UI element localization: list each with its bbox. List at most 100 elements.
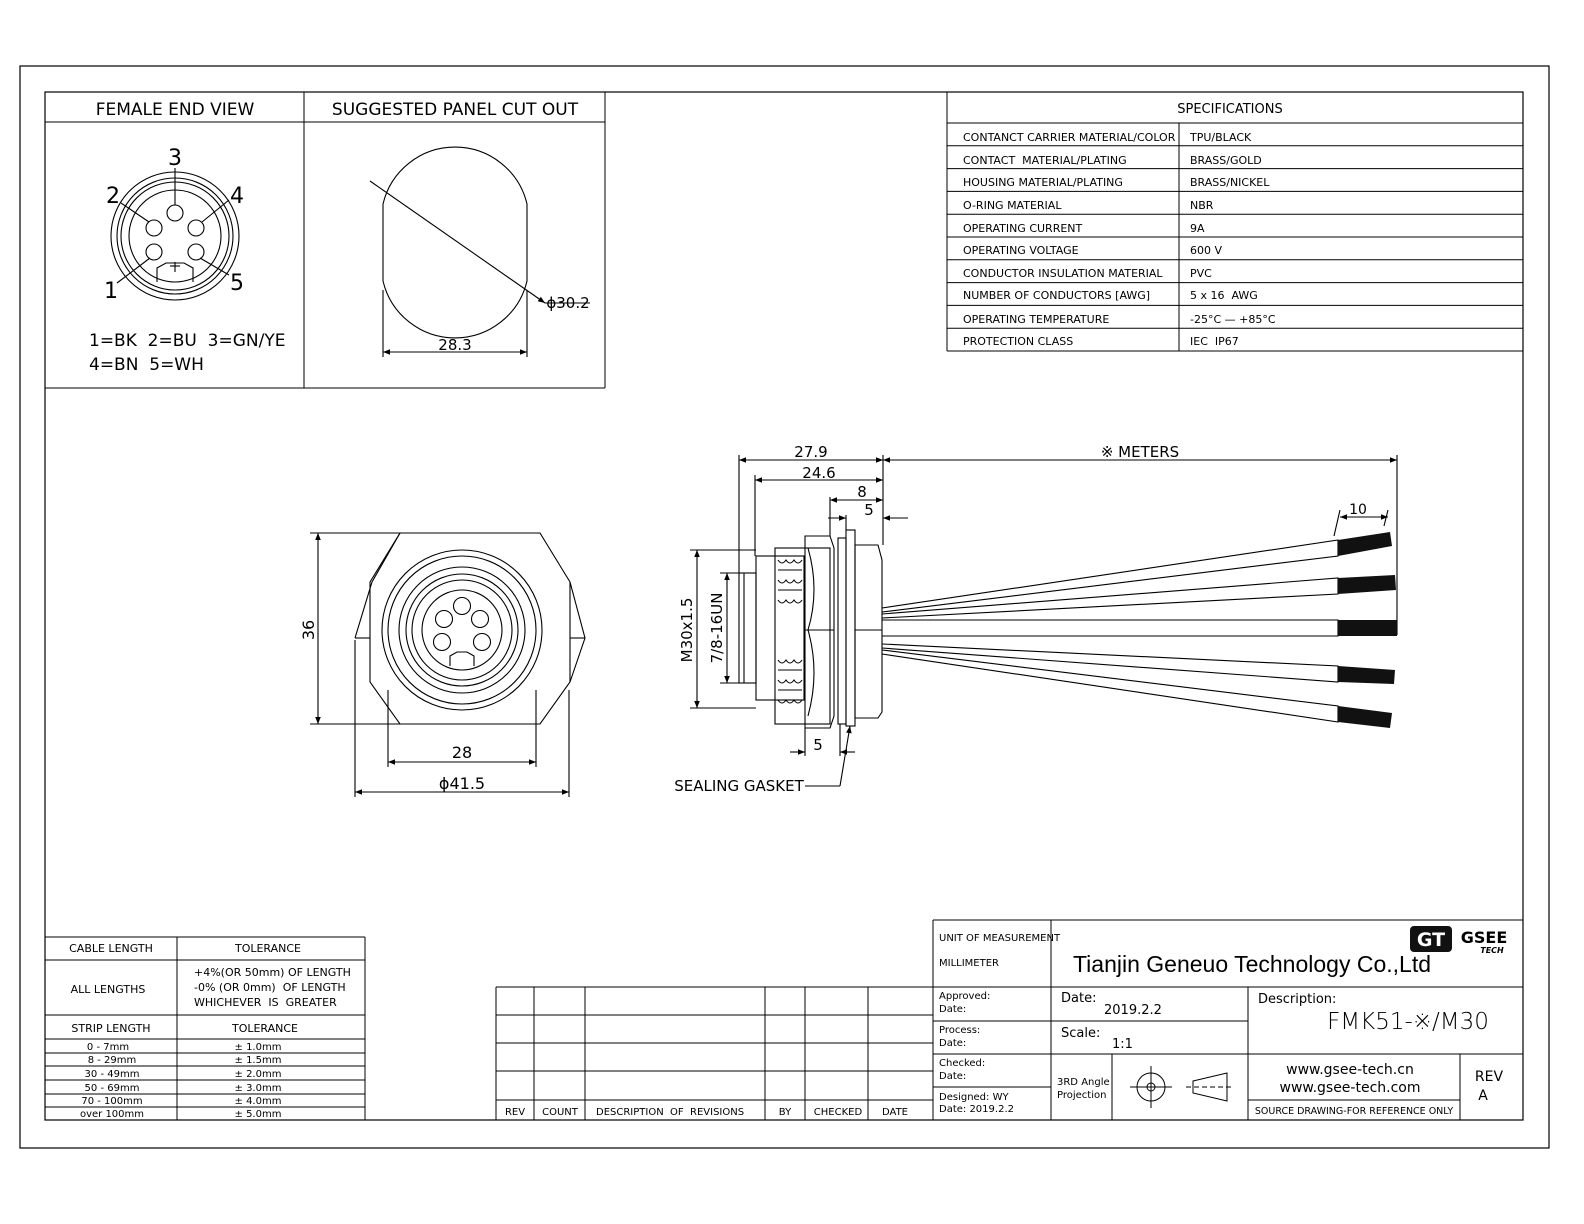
spec-row: NUMBER OF CONDUCTORS [AWG] 5 x 16 AWG	[963, 289, 1258, 302]
projection-line1: 3RD Angle	[1057, 1077, 1110, 1088]
panel-cutout-title: SUGGESTED PANEL CUT OUT	[332, 100, 579, 120]
thread-outer-label: M30x1.5	[678, 598, 696, 663]
logo-brand: GSEE	[1461, 928, 1508, 947]
tolerance-header-col1: CABLE LENGTH	[69, 942, 153, 955]
website-cn: www.gsee-tech.cn	[1286, 1062, 1414, 1078]
rev-label: REV	[1475, 1069, 1504, 1085]
all-lengths-tol-line: WHICHEVER IS GREATER	[194, 996, 337, 1009]
spec-name: PROTECTION CLASS	[963, 335, 1073, 348]
spec-value: -25°C — +85°C	[1190, 313, 1276, 326]
all-lengths-tol-line: -0% (OR 0mm) OF LENGTH	[194, 981, 346, 994]
scale-value: 1:1	[1112, 1037, 1133, 1052]
revision-header-by: BY	[779, 1107, 792, 1118]
pin-4-hole	[187, 219, 205, 237]
strip-range: over 100mm	[80, 1109, 144, 1120]
front-height-label: 36	[299, 620, 318, 640]
rev-value: A	[1478, 1088, 1488, 1104]
spec-row-dividers	[947, 145, 1523, 329]
unit-label: UNIT OF MEASUREMENT	[939, 933, 1061, 944]
strip-tol: ± 1.0mm	[235, 1042, 282, 1053]
revision-table	[495, 986, 933, 1120]
strip-header-col2: TOLERANCE	[231, 1022, 298, 1035]
spec-value: IEC IP67	[1190, 335, 1239, 348]
pin-label-3: 3	[168, 146, 182, 171]
company-name: Tianjin Geneuo Technology Co.,Ltd	[1073, 951, 1431, 977]
revision-header-checked: CHECKED	[814, 1107, 863, 1118]
strip-range: 0 - 7mm	[87, 1042, 129, 1053]
dim-10-label: 10	[1349, 502, 1367, 518]
dim-5-bottom-label: 5	[813, 736, 823, 754]
strip-range: 30 - 49mm	[85, 1069, 140, 1080]
website-com: www.gsee-tech.com	[1280, 1080, 1421, 1096]
revision-header-count: COUNT	[542, 1107, 579, 1118]
checked-date: Date:	[939, 1071, 966, 1082]
date-value: 2019.2.2	[1104, 1003, 1162, 1018]
pin-1-hole	[145, 243, 163, 261]
thread-inner-label: 7/8-16UN	[708, 593, 726, 664]
spec-value: 5 x 16 AWG	[1190, 289, 1258, 302]
revision-header-rev: REV	[505, 1107, 525, 1118]
spec-name: CONTACT MATERIAL/PLATING	[963, 154, 1127, 167]
spec-name: O-RING MATERIAL	[963, 199, 1062, 212]
strip-tol: ± 1.5mm	[235, 1055, 282, 1066]
front-flat-label: 28	[452, 743, 472, 762]
spec-row: CONDUCTOR INSULATION MATERIAL PVC	[963, 267, 1212, 280]
spec-row: OPERATING CURRENT 9A	[963, 222, 1205, 235]
all-lengths-label: ALL LENGTHS	[71, 983, 146, 996]
all-lengths-tol-line: +4%(OR 50mm) OF LENGTH	[194, 966, 351, 979]
pin-label-5: 5	[230, 271, 244, 296]
strip-tol: ± 2.0mm	[235, 1069, 282, 1080]
sheet-border-inner	[44, 91, 1524, 1121]
front-view-connector	[310, 532, 586, 797]
revision-header-description: DESCRIPTION OF REVISIONS	[596, 1107, 744, 1118]
panel-flat-label: 28.3	[438, 336, 471, 354]
source-note: SOURCE DRAWING-FOR REFERENCE ONLY	[1255, 1106, 1453, 1117]
end-view-box	[45, 92, 606, 389]
spec-row: OPERATING VOLTAGE 600 V	[963, 244, 1222, 257]
tolerance-table	[45, 936, 366, 1120]
unit-value: MILLIMETER	[939, 958, 999, 969]
scale-label: Scale:	[1061, 1026, 1100, 1041]
strip-range: 8 - 29mm	[88, 1055, 137, 1066]
dim-total-label: 27.9	[794, 443, 827, 461]
strip-tol: ± 5.0mm	[235, 1109, 282, 1120]
date-label: Date:	[1061, 991, 1096, 1006]
process-label: Process:	[939, 1025, 980, 1036]
pin-label-1: 1	[104, 279, 118, 304]
spec-name: OPERATING VOLTAGE	[963, 244, 1079, 257]
pin-label-2: 2	[106, 184, 120, 209]
checked-label: Checked:	[939, 1058, 985, 1069]
pin-5-hole	[187, 243, 205, 261]
sealing-gasket-label: SEALING GASKET	[674, 777, 804, 795]
gsee-logo: GT GSEE TECH	[1410, 926, 1507, 955]
spec-row: CONTACT MATERIAL/PLATING BRASS/GOLD	[963, 154, 1262, 167]
dim-meters-label: ※ METERS	[1101, 443, 1179, 461]
front-diameter-label: ϕ41.5	[439, 774, 485, 793]
spec-value: 600 V	[1190, 244, 1222, 257]
tolerance-header-col2: TOLERANCE	[234, 942, 301, 955]
spec-value: 9A	[1190, 222, 1205, 235]
color-code-line1: 1=BK 2=BU 3=GN/YE	[89, 331, 285, 351]
spec-value: NBR	[1190, 199, 1214, 212]
part-number: FMK51-※/M30	[1327, 1009, 1489, 1035]
color-code-line2: 4=BN 5=WH	[89, 355, 204, 375]
spec-value: BRASS/GOLD	[1190, 154, 1262, 167]
description-label: Description:	[1258, 992, 1336, 1007]
spec-name: OPERATING TEMPERATURE	[963, 313, 1109, 326]
pin-2-hole	[145, 219, 163, 237]
strip-header-col1: STRIP LENGTH	[71, 1022, 150, 1035]
designed-label: Designed: WY	[939, 1092, 1009, 1103]
spec-value: TPU/BLACK	[1189, 131, 1252, 144]
spec-value: PVC	[1190, 267, 1212, 280]
revision-header-date: DATE	[882, 1107, 908, 1118]
panel-cutout-shape	[369, 146, 590, 357]
spec-name: NUMBER OF CONDUCTORS [AWG]	[963, 289, 1150, 302]
side-view-connector	[690, 455, 1398, 787]
strip-range: 70 - 100mm	[81, 1096, 142, 1107]
dim-5-top-label: 5	[864, 501, 874, 519]
approved-label: Approved:	[939, 991, 990, 1002]
spec-row: O-RING MATERIAL NBR	[963, 199, 1214, 212]
strip-range: 50 - 69mm	[85, 1083, 140, 1094]
pin-label-4: 4	[230, 184, 244, 209]
dim-8-label: 8	[857, 483, 867, 501]
